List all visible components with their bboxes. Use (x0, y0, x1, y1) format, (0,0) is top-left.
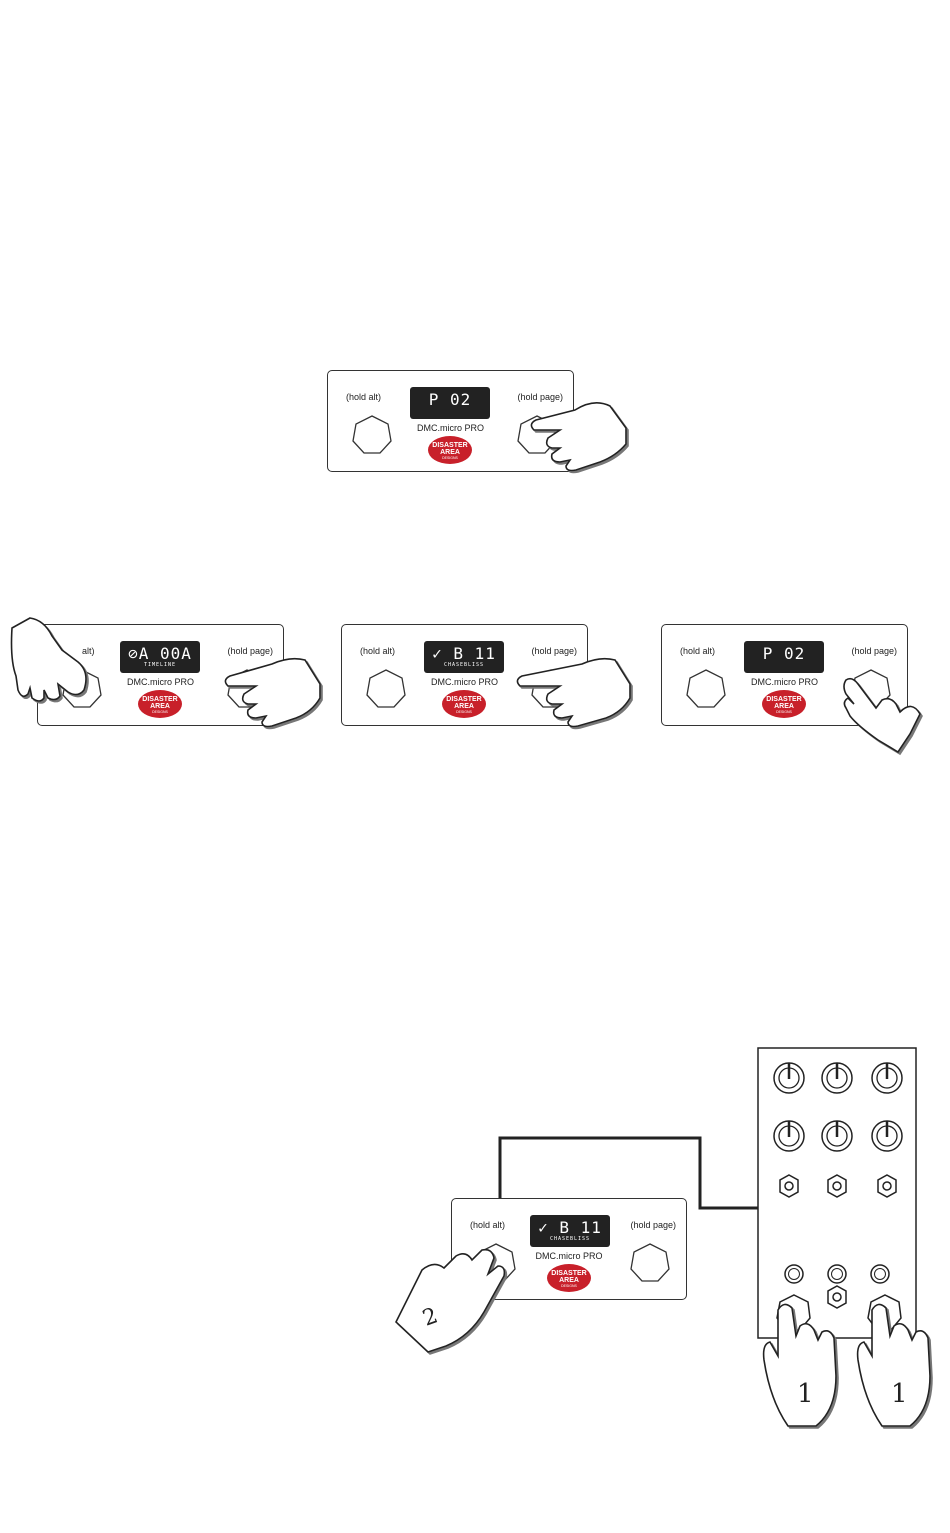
page-footswitch[interactable] (628, 1241, 672, 1285)
svg-text:DESIGNS: DESIGNS (561, 1284, 577, 1288)
svg-text:AREA: AREA (559, 1277, 579, 1284)
svg-text:DESIGNS: DESIGNS (442, 456, 458, 460)
alt-footswitch[interactable] (350, 413, 394, 457)
svg-text:DESIGNS: DESIGNS (152, 710, 168, 714)
display-subtext: CHASEBLISS (549, 1236, 591, 1242)
hold-alt-label: (hold alt) (680, 646, 716, 656)
led-icon (827, 1264, 847, 1284)
svg-text:DISASTER: DISASTER (766, 696, 801, 703)
toggle-switch-icon[interactable] (877, 1174, 897, 1198)
svg-text:DISASTER: DISASTER (142, 696, 177, 703)
display-screen: ✓ B 11 CHASEBLISS (530, 1215, 610, 1247)
knob-icon[interactable] (871, 1120, 903, 1152)
display-subtext: CHASEBLISS (443, 662, 485, 668)
display-preset-text: ⊘A 00A (128, 644, 192, 663)
display-preset-text: P 02 (762, 644, 806, 663)
knob-icon[interactable] (821, 1062, 853, 1094)
display-preset-text: P 02 (428, 390, 472, 409)
display-subtext: TIMELINE (143, 662, 177, 668)
display-screen: ✓ B 11 CHASEBLISS (424, 641, 504, 673)
svg-text:AREA: AREA (150, 703, 170, 710)
hold-alt-label: alt) (82, 646, 95, 656)
led-icon (870, 1264, 890, 1284)
svg-text:DISASTER: DISASTER (551, 1270, 586, 1277)
disaster-area-logo: DISASTER AREA DESIGNS (762, 690, 806, 718)
hold-alt-label: (hold alt) (470, 1220, 506, 1230)
svg-text:DESIGNS: DESIGNS (776, 710, 792, 714)
knob-icon[interactable] (821, 1120, 853, 1152)
hold-alt-label: (hold alt) (346, 392, 382, 402)
display-screen: ⊘A 00A TIMELINE (120, 641, 200, 673)
knob-icon[interactable] (773, 1120, 805, 1152)
hold-page-label: (hold page) (517, 392, 563, 402)
pedal-footswitch-right[interactable] (867, 1294, 902, 1331)
hold-page-label: (hold page) (630, 1220, 676, 1230)
display-preset-text: ✓ B 11 (432, 644, 496, 663)
display-preset-text: ✓ B 11 (538, 1218, 602, 1237)
svg-text:AREA: AREA (440, 449, 460, 456)
disaster-area-logo: DISASTER AREA DESIGNS (442, 690, 486, 718)
hold-page-label: (hold page) (851, 646, 897, 656)
disaster-area-logo: DISASTER AREA DESIGNS (547, 1264, 591, 1292)
display-screen: P 02 (744, 641, 824, 673)
knob-icon[interactable] (773, 1062, 805, 1094)
model-name: DMC.micro PRO (535, 1251, 603, 1261)
hold-page-label: (hold page) (531, 646, 577, 656)
model-name: DMC.micro PRO (431, 677, 498, 687)
svg-text:AREA: AREA (454, 703, 474, 710)
display-screen: P 02 (410, 387, 490, 419)
led-icon (784, 1264, 804, 1284)
toggle-switch-icon[interactable] (827, 1285, 847, 1309)
svg-text:DESIGNS: DESIGNS (456, 710, 472, 714)
model-name: DMC.micro PRO (417, 423, 484, 433)
model-name: DMC.micro PRO (127, 677, 194, 687)
alt-footswitch[interactable] (684, 667, 728, 711)
hold-page-label: (hold page) (227, 646, 273, 656)
toggle-switch-icon[interactable] (827, 1174, 847, 1198)
model-name: DMC.micro PRO (751, 677, 818, 687)
svg-text:AREA: AREA (774, 703, 794, 710)
disaster-area-logo: DISASTER AREA DESIGNS (428, 436, 472, 464)
svg-text:DISASTER: DISASTER (432, 442, 467, 449)
knob-icon[interactable] (871, 1062, 903, 1094)
toggle-switch-icon[interactable] (779, 1174, 799, 1198)
alt-footswitch[interactable] (364, 667, 408, 711)
hold-alt-label: (hold alt) (360, 646, 396, 656)
disaster-area-logo: DISASTER AREA DESIGNS (138, 690, 182, 718)
pedal-footswitch-left[interactable] (776, 1294, 811, 1331)
svg-text:DISASTER: DISASTER (446, 696, 481, 703)
